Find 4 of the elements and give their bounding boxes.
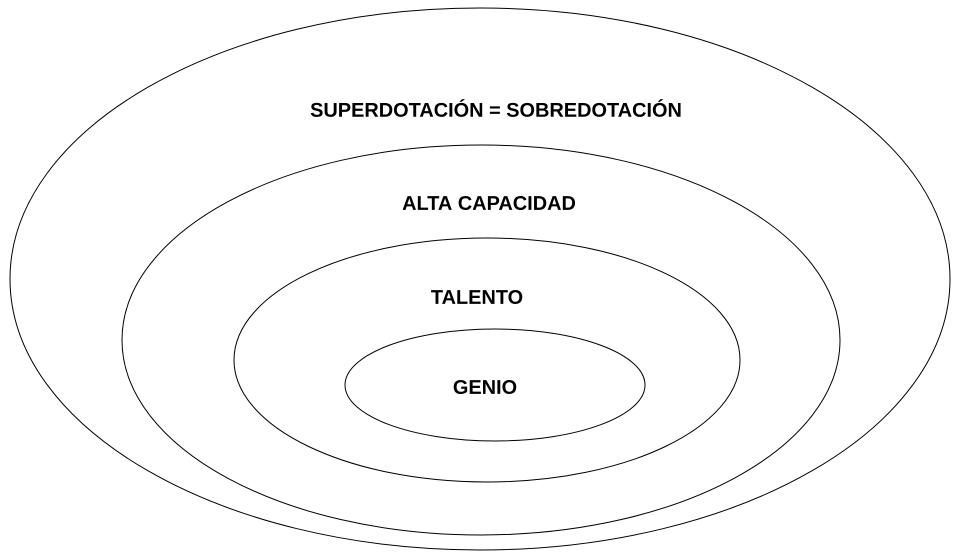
ellipse-label: SUPERDOTACIÓN = SOBREDOTACIÓN [310, 99, 681, 117]
ellipse-label: ALTA CAPACIDAD [402, 196, 576, 210]
ellipse-label: TALENTO [431, 290, 522, 304]
ellipse-label: GENIO [454, 380, 516, 394]
